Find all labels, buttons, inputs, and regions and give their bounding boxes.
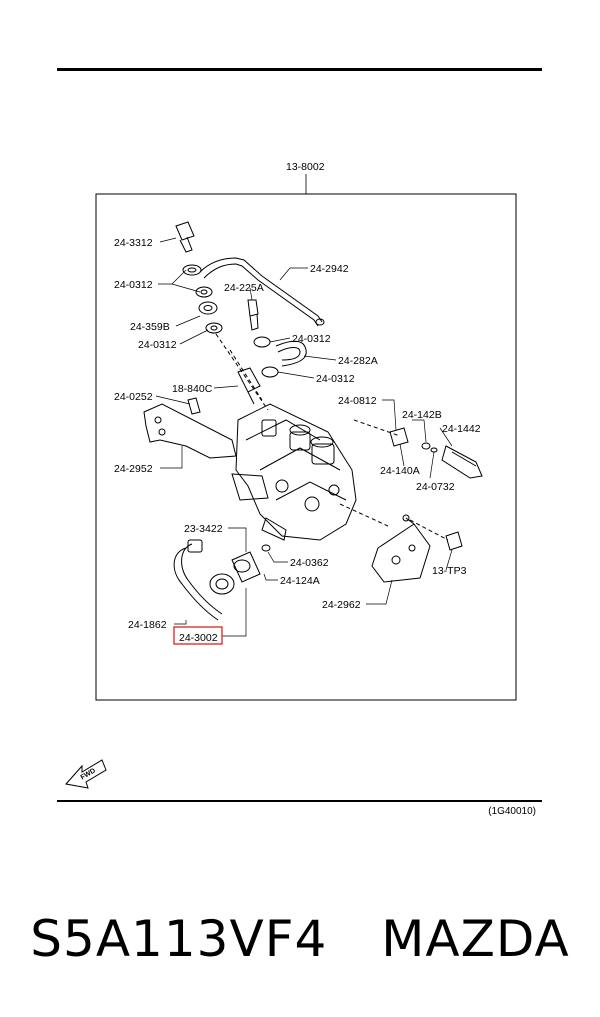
callout-24-359b: 24-359B bbox=[130, 321, 170, 333]
callout-24-0312-d: 24-0312 bbox=[316, 373, 355, 385]
callout-24-0362: 24-0362 bbox=[290, 557, 329, 569]
callout-24-3312: 24-3312 bbox=[114, 237, 153, 249]
callout-13-tp3: 13-TP3 bbox=[432, 565, 467, 577]
callout-23-3422: 23-3422 bbox=[184, 523, 223, 535]
figure-code: (1G40010) bbox=[488, 806, 536, 817]
leader-lines bbox=[155, 237, 453, 637]
callout-24-0312-b: 24-0312 bbox=[138, 339, 177, 351]
callout-24-124a: 24-124A bbox=[280, 575, 320, 587]
callout-24-1442: 24-1442 bbox=[442, 423, 481, 435]
callout-24-3002: 24-3002 bbox=[179, 632, 218, 644]
callout-24-0312-c: 24-0312 bbox=[292, 333, 331, 345]
top-rule bbox=[57, 68, 542, 71]
highlight-box bbox=[173, 626, 223, 645]
callout-labels: 24-3312 24-0312 24-2942 24-225A 24-359B … bbox=[114, 237, 481, 644]
part-number: S5A113VF4 bbox=[30, 910, 328, 968]
assembly-ref-label: 13-8002 bbox=[286, 161, 325, 173]
callout-24-225a: 24-225A bbox=[224, 282, 264, 294]
callout-24-140a: 24-140A bbox=[380, 465, 420, 477]
callout-24-1862: 24-1862 bbox=[128, 619, 167, 631]
callout-24-2942: 24-2942 bbox=[310, 263, 349, 275]
callout-24-142b: 24-142B bbox=[402, 409, 442, 421]
callout-24-0252: 24-0252 bbox=[114, 391, 153, 403]
callout-24-282a: 24-282A bbox=[338, 355, 378, 367]
callout-24-0312-a: 24-0312 bbox=[114, 279, 153, 291]
banjo-bolt-icon bbox=[175, 221, 195, 253]
part-caption: S5A113VF4 MAZDA bbox=[0, 904, 600, 974]
callout-24-2962: 24-2962 bbox=[322, 599, 361, 611]
fwd-arrow-icon: FWD bbox=[65, 759, 107, 789]
callout-18-840c: 18-840C bbox=[172, 383, 213, 395]
callout-24-2952: 24-2952 bbox=[114, 463, 153, 475]
brand-name: MAZDA bbox=[381, 910, 570, 968]
bottom-rule bbox=[57, 800, 542, 802]
callout-24-0812: 24-0812 bbox=[338, 395, 377, 407]
callout-24-0732: 24-0732 bbox=[416, 481, 455, 493]
